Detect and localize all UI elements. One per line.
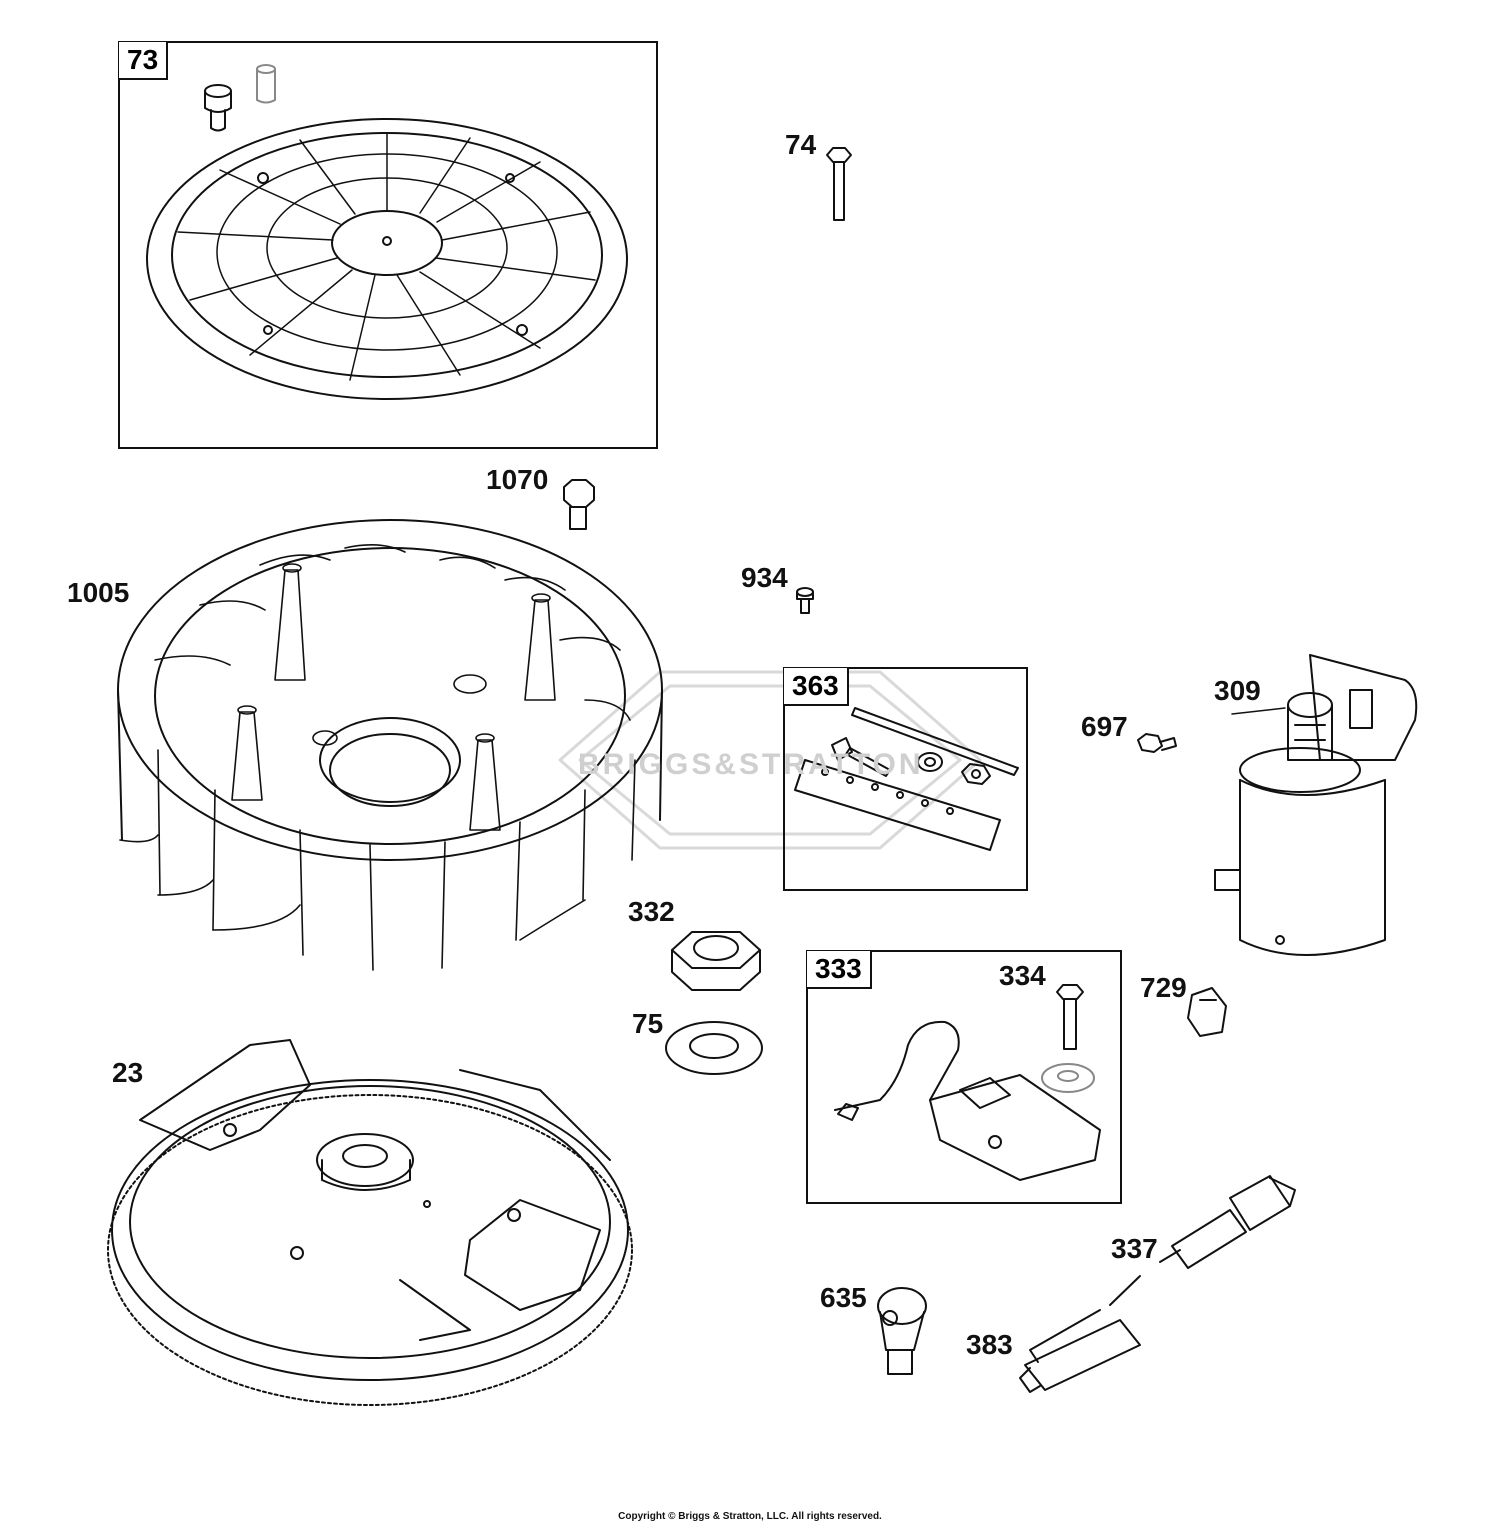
bracket-kit-parts xyxy=(794,707,1019,851)
callout-697: 697 xyxy=(1081,711,1128,742)
leader-lines xyxy=(1231,707,1286,715)
callout-75: 75 xyxy=(632,1008,664,1039)
cooling-fan xyxy=(117,519,663,971)
spark-plug-boot xyxy=(877,1287,927,1375)
callout-74: 74 xyxy=(785,129,817,160)
flywheel xyxy=(107,1039,633,1406)
fan-screen xyxy=(146,118,628,400)
copyright-notice: Copyright © Briggs & Stratton, LLC. All … xyxy=(618,1511,882,1522)
flywheel-bolt xyxy=(563,479,595,530)
callout-635: 635 xyxy=(820,1282,867,1313)
hex-nut xyxy=(671,931,761,991)
callout-23: 23 xyxy=(112,1057,144,1088)
callout-1005: 1005 xyxy=(67,577,130,608)
screen-screw xyxy=(204,84,232,132)
long-bolt xyxy=(826,147,852,221)
callout-334: 334 xyxy=(999,960,1046,991)
callout-934: 934 xyxy=(741,562,788,593)
callout-309: 309 xyxy=(1214,675,1261,706)
starter-motor xyxy=(1214,654,1418,956)
small-screw xyxy=(796,587,814,614)
spark-plug xyxy=(1159,1175,1296,1269)
washer xyxy=(665,1021,763,1075)
ignition-armature xyxy=(834,1020,1101,1181)
callout-337: 337 xyxy=(1111,1233,1158,1264)
kit-label-73: 73 xyxy=(119,42,169,80)
kit-box-363: 363 xyxy=(783,667,1028,891)
wire-clip xyxy=(1187,987,1227,1037)
spark-tester xyxy=(1019,1275,1141,1393)
kit-label-363: 363 xyxy=(784,668,849,706)
callout-332: 332 xyxy=(628,896,675,927)
watermark-text: BRIGGS&STRATTON xyxy=(578,748,924,781)
starter-nut xyxy=(1137,733,1177,753)
armature-bolt xyxy=(1056,984,1084,1050)
screen-pin xyxy=(256,64,276,104)
callout-383: 383 xyxy=(966,1329,1013,1360)
callout-1070: 1070 xyxy=(486,464,549,495)
armature-washer xyxy=(1041,1063,1095,1093)
kit-label-333: 333 xyxy=(807,951,872,989)
kit-box-73: 73 xyxy=(118,41,658,449)
kit-box-333: 333 xyxy=(806,950,1122,1204)
callout-729: 729 xyxy=(1140,972,1187,1003)
